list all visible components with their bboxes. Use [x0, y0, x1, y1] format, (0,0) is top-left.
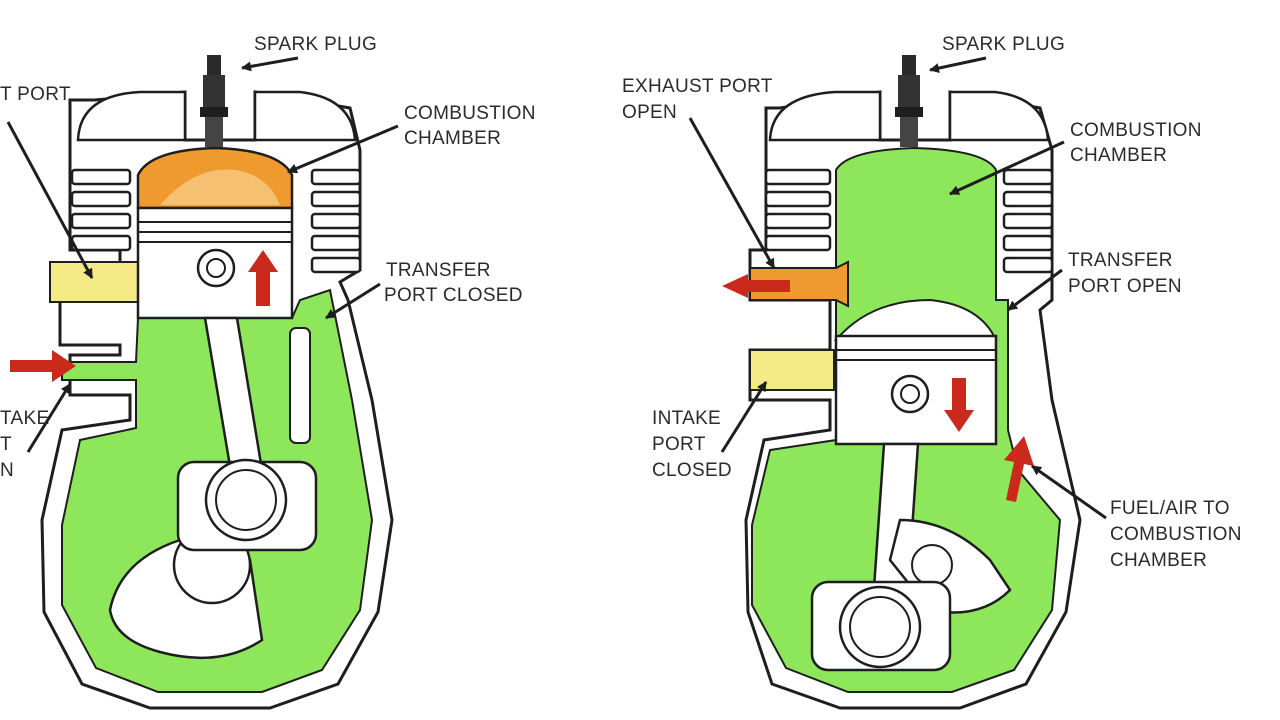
right-fuel-air-label-2: COMBUSTION: [1110, 524, 1242, 545]
right-transfer-label-1: TRANSFER: [1068, 250, 1173, 271]
right-combustion-leader: [949, 140, 1065, 196]
right-exhaust-label-1: EXHAUST PORT: [622, 76, 773, 97]
left-intake-label-2: T: [0, 434, 12, 455]
right-engine: SPARK PLUG EXHAUST PORT OPEN COMBUSTION …: [622, 34, 1242, 710]
left-piston-up-arrow: [248, 250, 278, 306]
left-engine: SPARK PLUG T PORT COMBUSTION CHAMBER TRA…: [0, 34, 536, 710]
left-transfer-label-1: TRANSFER: [386, 260, 491, 281]
right-spark-plug-leader: [929, 56, 987, 74]
left-transfer-leader: [325, 282, 381, 320]
right-combustion-label-2: CHAMBER: [1070, 145, 1167, 166]
right-fuel-air-label-3: CHAMBER: [1110, 550, 1207, 571]
left-combustion-leader: [287, 124, 399, 174]
right-cooling-fins: [764, 168, 1054, 274]
right-piston-down-arrow: [944, 378, 974, 432]
right-transfer-up-arrow: [1004, 436, 1034, 502]
left-spark-plug-leader: [241, 56, 299, 72]
right-fuel-air-leader: [1031, 464, 1107, 520]
left-exhaust-port: [49, 261, 139, 303]
left-exhaust-port-label: T PORT: [0, 84, 71, 105]
left-combustion-label-2: CHAMBER: [404, 128, 501, 149]
right-intake-label-1: INTAKE: [652, 408, 721, 429]
left-transfer-label-2: PORT CLOSED: [384, 285, 523, 306]
left-intake-label-1: TAKE: [0, 408, 49, 429]
right-exhaust-leader: [688, 117, 776, 269]
right-exhaust-label-2: OPEN: [622, 102, 677, 123]
right-intake-port: [749, 349, 835, 391]
left-combustion-label-1: COMBUSTION: [404, 103, 536, 124]
left-cylinder-head: [76, 90, 357, 142]
right-exhaust-port: [749, 260, 849, 308]
right-crank-pin: [810, 580, 952, 672]
left-intake-leader: [26, 383, 72, 453]
left-spark-plug: [200, 55, 228, 147]
right-fuel-air-label-1: FUEL/AIR TO: [1110, 498, 1230, 519]
left-spark-plug-label: SPARK PLUG: [254, 34, 377, 55]
right-cylinder-head: [768, 90, 1050, 142]
left-transfer-passage: [289, 327, 311, 444]
right-transfer-leader: [1007, 268, 1063, 312]
right-piston: [833, 298, 998, 446]
right-spark-plug-label: SPARK PLUG: [942, 34, 1065, 55]
right-exhaust-arrow: [722, 274, 790, 298]
left-exhaust-leader: [6, 121, 94, 279]
right-transfer-label-2: PORT OPEN: [1068, 276, 1182, 297]
left-intake-label-3: N: [0, 460, 14, 481]
left-crank-pin: [176, 458, 318, 552]
left-cooling-fins: [70, 168, 362, 274]
right-intake-leader: [720, 381, 768, 453]
right-intake-label-2: PORT: [652, 434, 706, 455]
right-combustion-label-1: COMBUSTION: [1070, 120, 1202, 141]
right-spark-plug: [895, 55, 923, 147]
left-intake-arrow: [10, 350, 76, 382]
right-intake-label-3: CLOSED: [652, 460, 732, 481]
